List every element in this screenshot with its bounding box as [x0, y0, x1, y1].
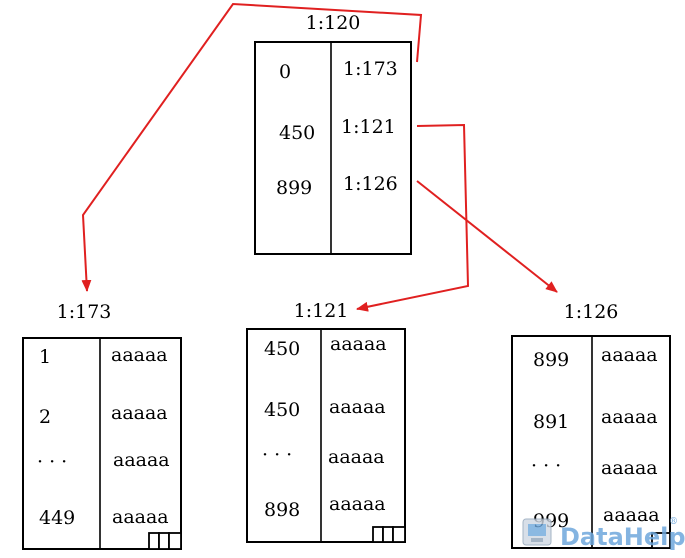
- pointer-cell: [148, 532, 160, 550]
- leaf-key: 450: [264, 338, 300, 360]
- leaf-value: aaaaa: [330, 333, 387, 355]
- pointer-cell: [168, 532, 182, 550]
- leaf-key: 891: [533, 411, 569, 433]
- leaf-key: 899: [533, 349, 569, 371]
- watermark-registered-mark: ®: [669, 517, 678, 527]
- pointer-arrow-to-leaf-3: [416, 180, 558, 293]
- leaf-value: aaaaa: [329, 493, 386, 515]
- leaf-value: aaaaa: [601, 406, 658, 428]
- leaf-node-box: [511, 335, 671, 549]
- leaf-value: aaaaa: [112, 506, 169, 528]
- root-pointer-label: 1:173: [343, 58, 398, 80]
- leaf-node-box: [22, 337, 182, 550]
- leaf-key: 898: [264, 499, 300, 521]
- leaf-value: aaaaa: [111, 402, 168, 424]
- watermark: DataHelp ®: [522, 517, 685, 551]
- leaf-value: aaaaa: [601, 344, 658, 366]
- leaf-key: 449: [39, 507, 75, 529]
- leaf-pointer-cells: [372, 526, 406, 543]
- pointer-arrow-to-leaf-2: [356, 123, 470, 312]
- root-key: 0: [279, 61, 291, 83]
- leaf-key: · · ·: [262, 444, 292, 466]
- leaf-node: 1:121 450 450 · · · 898 aaaaa aaaaa aaaa…: [246, 300, 406, 543]
- leaf-pointer-cells: [148, 532, 182, 550]
- root-node-title: 1:120: [306, 12, 361, 34]
- leaf-key: 1: [39, 346, 51, 368]
- pointer-cell: [158, 532, 170, 550]
- leaf-value: aaaaa: [328, 446, 385, 468]
- root-node-box: [254, 41, 412, 255]
- leaf-key: 2: [39, 406, 51, 428]
- leaf-node: 1:126 899 891 · · · 999 aaaaa aaaaa aaaa…: [511, 301, 671, 549]
- leaf-node-title: 1:173: [57, 301, 112, 323]
- leaf-key: 450: [264, 399, 300, 421]
- leaf-value: aaaaa: [111, 344, 168, 366]
- watermark-text: DataHelp: [560, 523, 685, 551]
- pointer-cell: [392, 526, 406, 543]
- leaf-pointer-cells: [651, 532, 671, 549]
- leaf-value: aaaaa: [113, 449, 170, 471]
- pointer-arrow-to-leaf-1: [81, 2, 423, 292]
- root-pointer-label: 1:126: [343, 173, 398, 195]
- watermark-logo-icon: [522, 518, 552, 546]
- leaf-key: · · ·: [531, 455, 561, 477]
- root-key: 450: [279, 122, 315, 144]
- leaf-node-box: [246, 328, 406, 543]
- leaf-node-title: 1:121: [294, 300, 349, 322]
- leaf-value: aaaaa: [329, 396, 386, 418]
- leaf-value: aaaaa: [601, 457, 658, 479]
- root-node: 1:120 0 450 899 1:173 1:121 1:126: [254, 12, 412, 255]
- pointer-cell: [382, 526, 394, 543]
- root-pointer-label: 1:121: [341, 116, 396, 138]
- leaf-node: 1:173 1 2 · · · 449 aaaaa aaaaa aaaaa aa…: [22, 301, 182, 550]
- pointer-cell: [651, 532, 671, 549]
- leaf-value: aaaaa: [603, 504, 660, 526]
- leaf-key: · · ·: [37, 451, 67, 473]
- pointer-cell: [372, 526, 384, 543]
- root-key: 899: [276, 177, 312, 199]
- leaf-node-title: 1:126: [564, 301, 619, 323]
